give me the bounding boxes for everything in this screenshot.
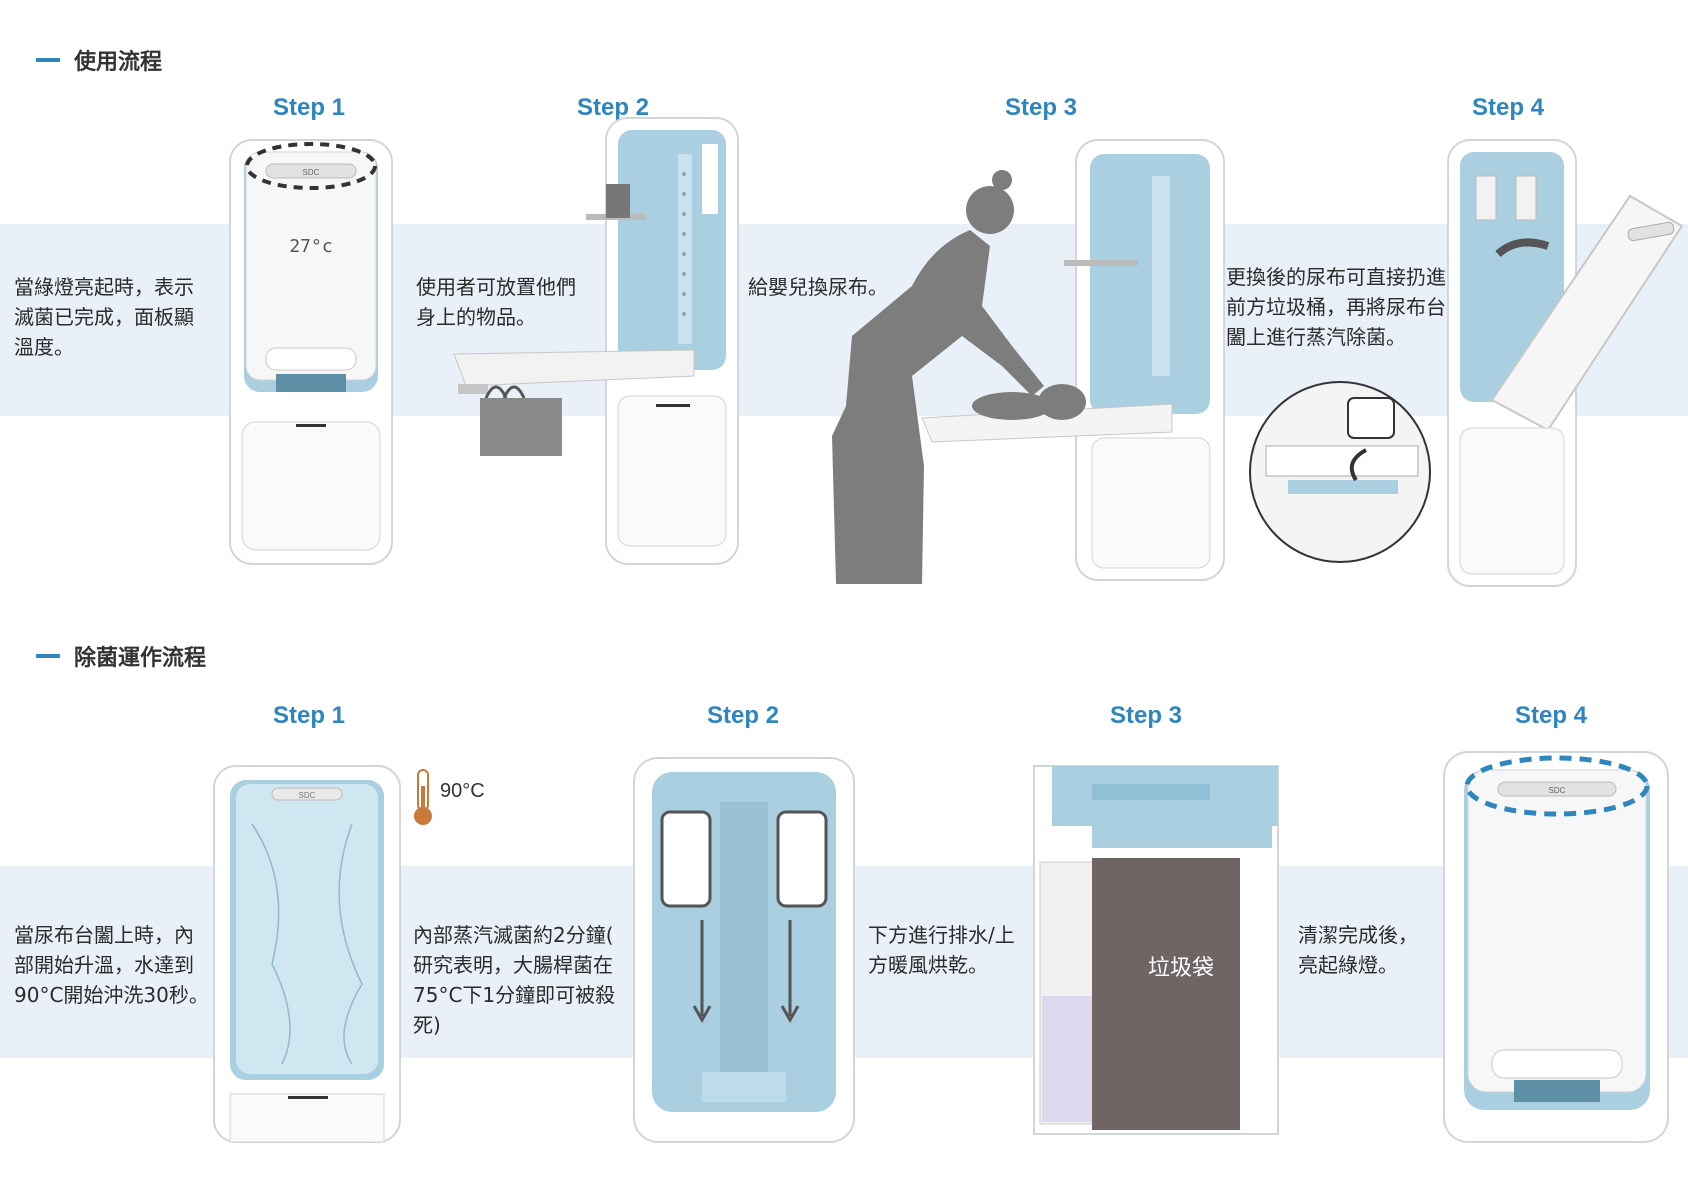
usage-step-3-text: 給嬰兒換尿布。 [748,275,888,299]
sterilization-step-4-text: 清潔完成後， 亮起綠燈。 [1298,923,1418,977]
sterilization-step-2-text: 內部蒸汽滅菌約2分鐘( 研究表明，大腸桿菌在 75°C下1分鐘即可被殺 死) [413,923,616,1037]
usage-title-text: 使用流程 [74,50,163,75]
usage-step-3-label: Step 3 [1005,94,1078,121]
sterilization-step-1-device: SDC [212,764,404,1144]
sterilization-step-4-label: Step 4 [1515,702,1588,729]
usage-step-1-label: Step 1 [273,94,346,121]
usage-step-2-label: Step 2 [577,94,650,121]
sterilization-step-3-label: Step 3 [1110,702,1183,729]
sterilization-step-1-label: Step 1 [273,702,346,729]
sterilization-step-2-label: Step 2 [707,702,780,729]
arrow-down-icon [1349,448,1368,482]
sterilization-step-4-device: SDC [1442,746,1674,1146]
sterilization-step-3-text: 下方進行排水/上 方暖風烘乾。 [868,923,1015,977]
device-brand: SDC [1549,786,1566,795]
usage-step-4-device [1248,136,1684,592]
garbage-bag-label: 垃圾袋 [1148,956,1215,981]
arrow-down-icon [692,1005,712,1024]
highlight-ellipse [1464,755,1650,817]
sterilization-step-2-device [632,756,856,1144]
title-dash [36,58,60,62]
usage-step-2-text: 使用者可放置他們 身上的物品。 [416,275,576,329]
diaper-icon [1347,397,1395,439]
garbage-bag [1092,858,1240,1130]
arrow-close-icon [1495,238,1550,258]
sterilization-title-text: 除菌運作流程 [74,646,207,671]
usage-step-1-text: 當綠燈亮起時，表示 滅菌已完成，面板顯 溫度。 [14,275,194,359]
device-brand: SDC [303,168,320,177]
opened-lid [1490,194,1684,432]
usage-step-3-scene [832,136,1232,584]
usage-step-1-device: SDC 27°c [226,136,396,568]
usage-step-2-device [446,114,746,570]
usage-step-4-text: 更換後的尿布可直接扔進 前方垃圾桶，再將尿布台 闔上進行蒸汽除菌。 [1226,265,1446,349]
temperature-display: 27°c [289,236,332,257]
usage-section-title: 使用流程 [36,44,162,76]
thermometer-icon [408,768,438,828]
title-dash [36,654,60,658]
highlight-ellipse [245,142,377,190]
device-brand: SDC [299,791,316,800]
sterilization-section-title: 除菌運作流程 [36,640,206,672]
sterilization-step-1-text: 當尿布台闔上時，內 部開始升溫，水達到 90°C開始沖洗30秒。 [14,923,209,1007]
temperature-label: 90°C [440,780,485,802]
usage-step-4-label: Step 4 [1472,94,1545,121]
arrow-down-icon [780,1005,800,1024]
sterilization-step-3-device [1032,764,1280,1136]
